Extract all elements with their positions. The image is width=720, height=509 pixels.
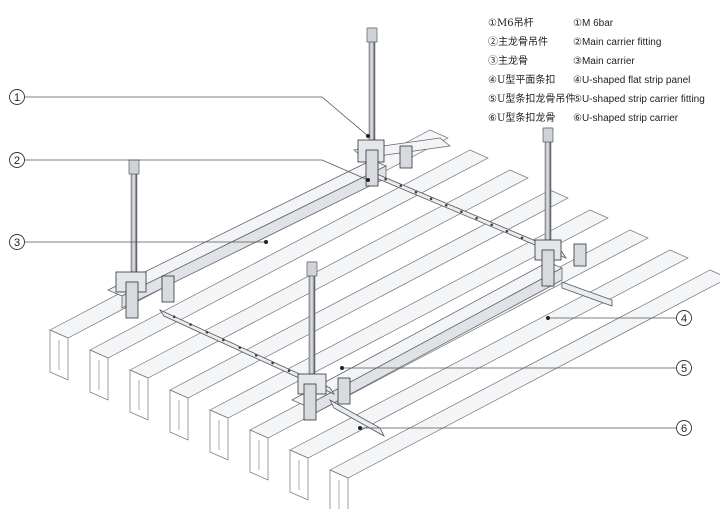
- perforation-hole: [520, 236, 524, 240]
- legend-en-item: ⑥U-shaped strip carrier: [573, 113, 679, 124]
- perforation-hole: [271, 361, 274, 365]
- callout-1: 1: [9, 89, 25, 105]
- perforation-hole: [238, 346, 242, 349]
- legend-en-item: ①M 6bar: [573, 18, 614, 29]
- strip-carrier-fitting: [297, 373, 351, 421]
- perforation-hole: [287, 369, 291, 373]
- main-carrier-fitting-1: [357, 139, 413, 187]
- perforation-hole: [172, 315, 176, 319]
- m6-bar-rod-1: [366, 27, 378, 147]
- perforation-hole: [414, 190, 418, 194]
- strip-panel: [89, 149, 489, 401]
- callout-6-label: 6: [681, 423, 687, 435]
- legend-en-item: ⑤U-shaped strip carrier fitting: [573, 94, 705, 105]
- perforation-hole: [444, 203, 448, 207]
- perforation-hole: [205, 330, 209, 334]
- callout-5-label: 5: [681, 363, 687, 375]
- perforation-hole: [505, 229, 509, 233]
- callout-3: 3: [9, 234, 25, 250]
- strip-panel: [129, 169, 529, 421]
- legend-cn-item: ⑥U型条扣龙骨: [488, 113, 556, 124]
- m6-bar-rod-2: [542, 127, 554, 241]
- perforation-hole: [399, 184, 403, 188]
- legend-chinese: ①M6吊杆 ②主龙骨吊件 ③主龙骨 ④U型平面条扣 ⑤U型条扣龙骨吊件 ⑥U型条…: [488, 14, 575, 128]
- legend-cn-item: ③主龙骨: [488, 56, 528, 67]
- legend-cn-item: ②主龙骨吊件: [488, 37, 548, 48]
- callout-4: 4: [676, 310, 692, 326]
- leader-dots: [264, 134, 550, 430]
- m6-bar-rod-3: [128, 159, 140, 273]
- perforation-hole: [429, 197, 433, 201]
- callout-2: 2: [9, 152, 25, 168]
- main-carrier-right: [291, 261, 563, 419]
- strip-panel: [329, 269, 720, 509]
- legend-english: ①M 6bar ②Main carrier fitting ③Main carr…: [573, 14, 705, 128]
- perforation-hole: [490, 223, 494, 227]
- legend-cn-item: ①M6吊杆: [488, 18, 534, 29]
- strip-carrier-front: [329, 281, 613, 437]
- callout-3-label: 3: [14, 237, 20, 249]
- callout-6: 6: [676, 420, 692, 436]
- legend-cn-item: ④U型平面条扣: [488, 75, 556, 86]
- strip-panel: [169, 189, 569, 441]
- main-carrier-fitting-3: [115, 271, 175, 319]
- legend-en-item: ③Main carrier: [573, 56, 635, 67]
- legend-cn-item: ⑤U型条扣龙骨吊件: [488, 94, 576, 105]
- callout-4-label: 4: [681, 313, 687, 325]
- main-carrier-fitting-2: [534, 239, 587, 287]
- perforation-hole: [475, 216, 478, 220]
- perforation-hole: [460, 210, 463, 214]
- strip-panel: [289, 249, 689, 501]
- callout-2-label: 2: [14, 155, 20, 167]
- callout-5: 5: [676, 360, 692, 376]
- u-shaped-strip-panels: [49, 129, 720, 509]
- perforation-hole: [189, 323, 192, 326]
- callout-leaders: [25, 96, 676, 429]
- perforation-hole: [222, 338, 225, 342]
- legend-en-item: ②Main carrier fitting: [573, 37, 662, 48]
- callout-1-label: 1: [14, 92, 20, 104]
- perforation-hole: [384, 177, 387, 181]
- legend-en-item: ④U-shaped flat strip panel: [573, 75, 691, 86]
- perforation-hole: [254, 354, 258, 357]
- main-carrier-left: [107, 159, 387, 309]
